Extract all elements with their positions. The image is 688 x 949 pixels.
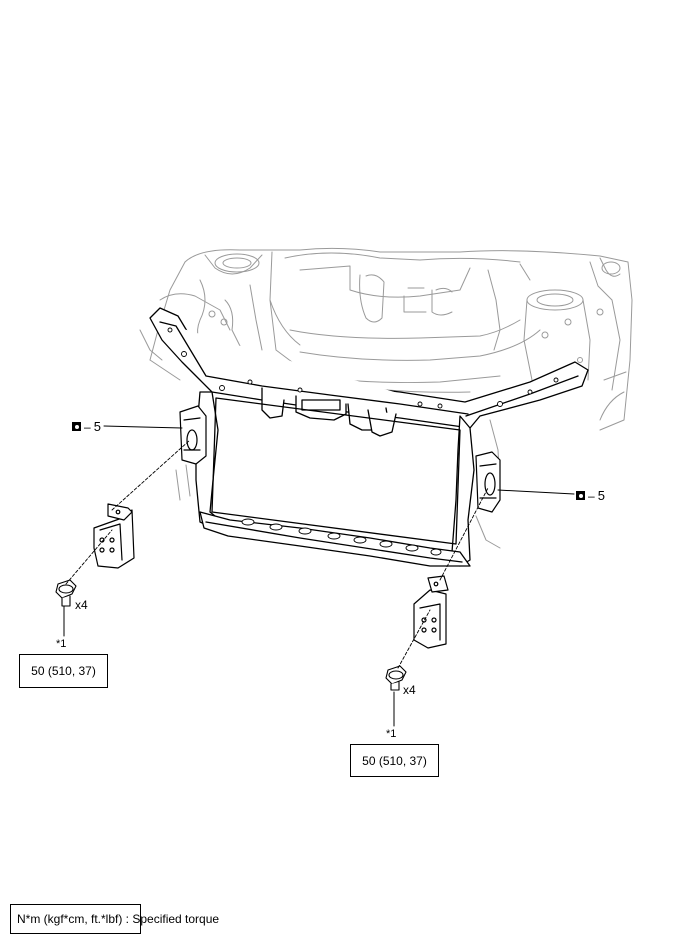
part-ref-dash: – (84, 419, 91, 434)
non-reusable-part-icon (576, 491, 585, 500)
left-torque-box: 50 (510, 37) (19, 654, 108, 688)
left-lower-bracket (93, 503, 135, 569)
left-quantity-label: x4 (75, 598, 88, 612)
assembly-dashed-lines (65, 439, 489, 669)
left-star-callout: *1 (56, 638, 67, 650)
torque-legend-box: N*m (kgf*cm, ft.*lbf) : Specified torque (10, 904, 219, 934)
left-torque-value: 50 (510, 37) (31, 664, 96, 678)
non-reusable-part-icon (72, 422, 81, 431)
frame-holes (167, 327, 559, 556)
part-ref-left: – 5 (72, 419, 101, 434)
part-ref-right: – 5 (576, 488, 605, 503)
radiator-support-frame (149, 307, 589, 567)
right-torque-box: 50 (510, 37) (350, 744, 439, 777)
part-ref-number: 5 (93, 419, 101, 434)
right-side-bracket (475, 451, 501, 513)
left-bolt (55, 579, 77, 607)
torque-legend-text: N*m (kgf*cm, ft.*lbf) : Specified torque (17, 912, 220, 926)
part-ref-number: 5 (597, 488, 605, 503)
right-lower-bracket (413, 575, 449, 649)
right-bolt (385, 665, 407, 691)
left-side-bracket (179, 405, 207, 465)
right-star-callout: *1 (386, 728, 397, 740)
right-quantity-label: x4 (403, 683, 416, 697)
leader-lines (63, 425, 575, 727)
right-torque-value: 50 (510, 37) (362, 753, 427, 768)
vehicle-body-background (139, 247, 633, 549)
part-ref-dash: – (588, 488, 595, 503)
